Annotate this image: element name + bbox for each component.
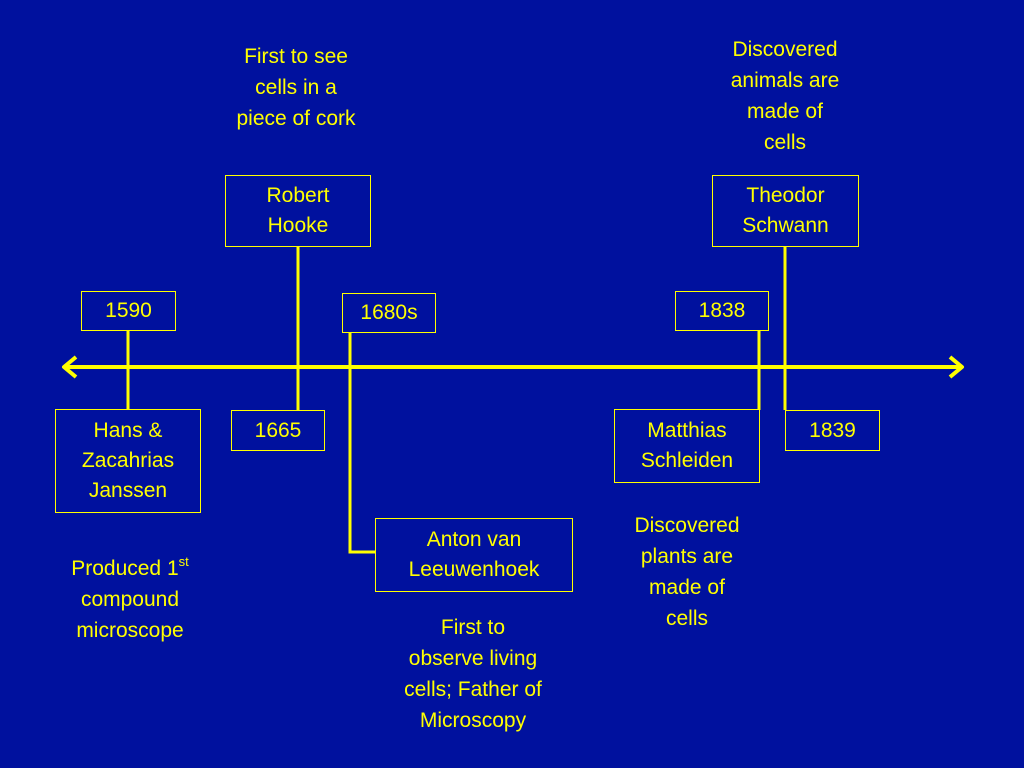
year-label-1590: 1590 (105, 299, 152, 322)
timeline-right-arrowhead (948, 355, 964, 379)
person-name-hooke: Robert Hooke (266, 184, 330, 237)
year-label-1680s: 1680s (360, 301, 418, 324)
note-janssen-prefix: Produced 1 (71, 557, 179, 580)
person-name-schwann: Theodor Schwann (742, 184, 829, 237)
year-label-1839: 1839 (809, 418, 856, 442)
person-box-schleiden: Matthias Schleiden (614, 409, 760, 483)
year-label-1838: 1838 (698, 299, 746, 322)
note-hooke: First to see cells in a piece of cork (236, 45, 356, 130)
person-name-schleiden: Matthias Schleiden (640, 419, 734, 472)
note-schwann: Discovered animals are made of cells (730, 38, 840, 154)
note-schleiden: Discovered plants are made of cells (634, 514, 740, 630)
person-box-schwann: Theodor Schwann (712, 175, 859, 247)
connector-1680s-leeuwenhoek (348, 333, 376, 554)
year-box-1680s: 1680s (342, 293, 436, 333)
person-name-janssen: Hans & Zacahrias Janssen (81, 419, 175, 502)
note-leeuwenhoek: First to observe living cells; Father of… (404, 616, 542, 732)
note-janssen-rest: compound microscope (76, 588, 184, 642)
year-box-1838: 1838 (675, 291, 769, 331)
timeline-left-arrowhead (62, 355, 78, 379)
note-janssen-superscript: st (178, 554, 189, 569)
person-box-leeuwenhoek: Anton van Leeuwenhoek (375, 518, 573, 592)
year-label-1665: 1665 (254, 418, 302, 442)
year-box-1590: 1590 (81, 291, 176, 331)
note-janssen: Produced 1st compound microscope (40, 553, 220, 646)
person-box-hooke: Robert Hooke (225, 175, 371, 247)
year-box-1665: 1665 (231, 410, 325, 451)
person-name-leeuwenhoek: Anton van Leeuwenhoek (408, 528, 540, 581)
person-box-janssen: Hans & Zacahrias Janssen (55, 409, 201, 513)
year-box-1839: 1839 (785, 410, 880, 451)
